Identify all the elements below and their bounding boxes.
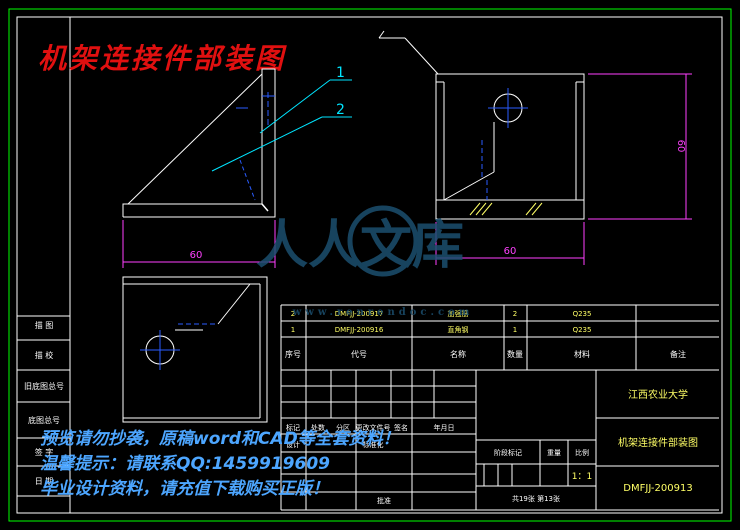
watermark-logo: 人人文库 www.renrendoc.com — [256, 205, 474, 318]
svg-text:更改文件号: 更改文件号 — [356, 423, 391, 432]
top-centerlines — [140, 323, 218, 370]
svg-text:数量: 数量 — [507, 349, 523, 359]
side-label-trace: 描 图 — [35, 320, 54, 330]
svg-text:名称: 名称 — [450, 349, 466, 359]
svg-text:比例: 比例 — [575, 448, 589, 457]
svg-text:DMFJJ-200917: DMFJJ-200917 — [335, 310, 384, 318]
balloon-2: 2 — [336, 102, 345, 118]
drawing-code: DMFJJ-200913 — [623, 483, 692, 494]
side-view — [378, 30, 585, 220]
title-block-grid — [281, 370, 719, 511]
watermark-logo-text: 人人文库 — [256, 215, 464, 276]
role-labels: 设计 标准化 批准 — [286, 440, 391, 505]
svg-text:1: 1 — [513, 326, 517, 334]
dim-front-width: 60 — [190, 250, 203, 261]
svg-text:重量: 重量 — [547, 449, 561, 457]
parts-header: 序号 代号 名称 数量 材料 备注 — [285, 349, 686, 359]
svg-text:2: 2 — [291, 310, 295, 318]
change-headers: 标记 处数 分区 更改文件号 签名 年月日 — [286, 423, 455, 432]
leader-lines — [211, 79, 352, 172]
weld-hatching — [469, 202, 543, 216]
watermark-line-3: 毕业设计资料，请充值下载购买正版！ — [40, 479, 329, 499]
svg-text:直角钢: 直角钢 — [448, 325, 469, 334]
svg-text:标准化: 标准化 — [363, 440, 384, 449]
outer-border — [8, 8, 732, 522]
dim-side-width: 60 — [504, 246, 517, 257]
svg-text:材料: 材料 — [574, 349, 590, 359]
stage-headers: 阶段标记 重量 比例 — [494, 448, 589, 457]
drawing-name: 机架连接件部装图 — [618, 436, 698, 449]
parts-list-grid — [280, 304, 719, 510]
svg-text:序号: 序号 — [285, 349, 301, 359]
side-centerlines — [481, 88, 528, 200]
side-label-sign: 签 字 — [35, 447, 54, 457]
svg-text:2: 2 — [513, 310, 517, 318]
svg-text:Q235: Q235 — [573, 310, 592, 318]
side-label-date: 日 期 — [35, 477, 54, 486]
side-label-old-base: 旧底图总号 — [24, 381, 64, 391]
svg-text:批准: 批准 — [377, 496, 391, 505]
parts-row-2: 2 DMFJJ-200917 加强筋 2 Q235 — [291, 309, 592, 318]
svg-text:加强筋: 加强筋 — [448, 309, 469, 318]
side-label-base: 底图总号 — [28, 415, 60, 425]
top-view — [122, 276, 268, 423]
dim-side-height: 60 — [675, 140, 686, 153]
svg-text:签名: 签名 — [394, 423, 408, 432]
front-view — [122, 68, 276, 218]
svg-text:阶段标记: 阶段标记 — [494, 448, 522, 457]
svg-text:分区: 分区 — [336, 423, 350, 432]
svg-text:标记: 标记 — [286, 423, 300, 432]
binding-labels: 描 图 描 校 旧底图总号 底图总号 签 字 日 期 — [24, 320, 64, 486]
scale-value: 1：1 — [572, 472, 592, 482]
svg-text:1: 1 — [291, 326, 295, 334]
side-label-check: 描 校 — [35, 350, 54, 360]
svg-text:代号: 代号 — [351, 349, 367, 359]
svg-text:设计: 设计 — [286, 440, 300, 449]
inner-border — [16, 16, 723, 514]
svg-text:处数: 处数 — [311, 423, 325, 432]
front-dimension — [122, 220, 276, 268]
binding-strip — [17, 17, 71, 513]
parts-row-1: 1 DMFJJ-200916 直角钢 1 Q235 — [291, 325, 592, 334]
balloon-1: 1 — [336, 65, 345, 81]
side-dimensions — [435, 73, 692, 265]
svg-text:DMFJJ-200916: DMFJJ-200916 — [335, 326, 384, 334]
university-name: 江西农业大学 — [628, 388, 688, 401]
front-centerlines — [236, 92, 275, 201]
watermark-line-2: 温馨提示：请联系QQ:1459919609 — [40, 454, 330, 474]
drawing-title: 机架连接件部装图 — [38, 42, 287, 75]
svg-text:备注: 备注 — [670, 349, 686, 359]
watermark-url: www.renrendoc.com — [292, 307, 474, 318]
svg-text:Q235: Q235 — [573, 326, 592, 334]
svg-text:年月日: 年月日 — [434, 423, 455, 432]
sheet-count: 共19张 第13张 — [512, 494, 560, 503]
watermark-line-1: 预览请勿抄袭，原稿word和CAD等全套资料！ — [40, 429, 400, 449]
